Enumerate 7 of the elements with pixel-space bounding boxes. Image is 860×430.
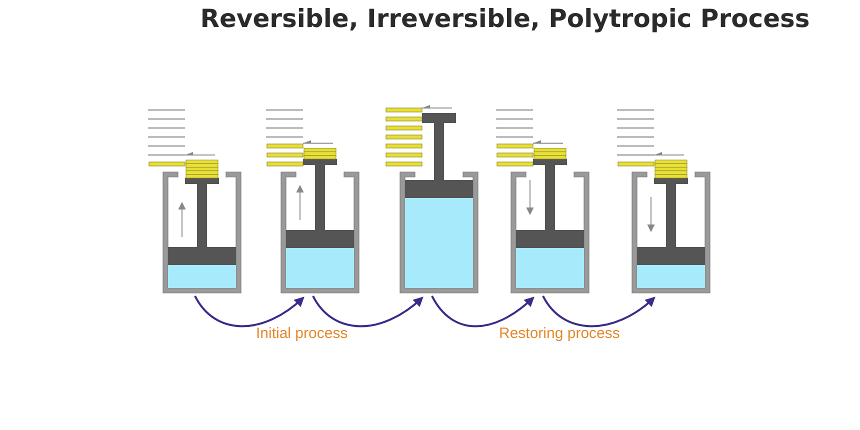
- process-label: Restoring process: [499, 325, 620, 342]
- curved-arrow: [194, 295, 305, 328]
- curved-arrow: [431, 295, 534, 328]
- title: Reversible, Irreversible, Polytropic Process: [199, 4, 811, 33]
- process-label: Initial process: [256, 325, 348, 342]
- curved-arrow: [312, 295, 424, 328]
- curved-arrow: [542, 295, 656, 328]
